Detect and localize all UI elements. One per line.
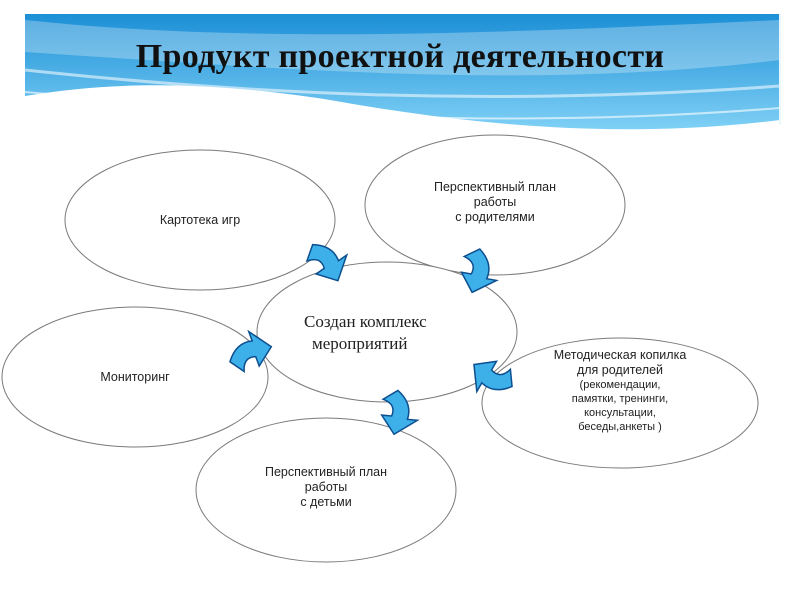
node-methodical-note: (рекомендации, <box>579 379 661 391</box>
node-methodical-note: консультации, <box>584 407 656 419</box>
ellipse-plan-children <box>195 417 457 563</box>
ellipse-card-file <box>64 149 336 291</box>
node-plan-children-line: Перспективный план <box>264 465 388 479</box>
node-card-file: Картотека игр <box>120 213 280 228</box>
node-monitoring-line: Мониторинг <box>100 370 170 384</box>
node-plan-parents-line: Перспективный план <box>433 180 557 194</box>
node-plan-children-line: работы <box>304 480 348 494</box>
node-plan-children: Перспективный план работы с детьми <box>236 465 416 510</box>
center-node-text: Создан комплекс мероприятий <box>304 311 484 355</box>
node-methodical-line: Методическая копилка <box>553 348 687 362</box>
node-card-file-line: Картотека игр <box>159 213 241 227</box>
node-methodical-note: памятки, тренинги, <box>571 393 669 405</box>
page-title: Продукт проектной деятельности <box>135 38 665 75</box>
node-monitoring: Мониторинг <box>60 370 210 385</box>
ellipse-plan-parents <box>364 134 626 276</box>
ellipse-monitoring <box>1 306 269 448</box>
node-methodical: Методическая копилка для родителей (реко… <box>520 348 720 434</box>
node-methodical-line: для родителей <box>576 363 664 377</box>
center-line-2: мероприятий <box>312 334 408 353</box>
node-plan-parents-line: с родителями <box>455 210 535 224</box>
ellipse-center <box>256 261 518 403</box>
node-plan-parents: Перспективный план работы с родителями <box>405 180 585 225</box>
node-methodical-note: беседы,анкеты ) <box>578 421 662 433</box>
node-plan-children-line: с детьми <box>300 495 352 509</box>
ellipse-methodical <box>481 337 759 469</box>
wave-banner <box>24 14 781 130</box>
center-line-1: Создан комплекс <box>304 312 427 331</box>
node-plan-parents-line: работы <box>473 195 517 209</box>
